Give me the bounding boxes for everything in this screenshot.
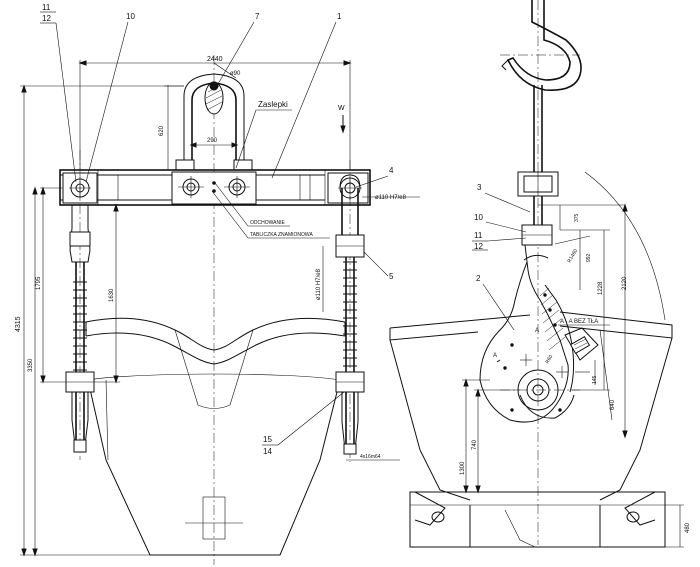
dim-r60: R60: [545, 354, 555, 365]
dim-bolt: 4x16m64: [360, 454, 381, 460]
dim-2440: 2440: [207, 56, 223, 63]
balloon-3: 3: [477, 183, 482, 192]
right-hanger: [335, 160, 365, 462]
crane-hook: [500, 0, 582, 92]
dim-992: 992: [586, 253, 592, 262]
balloon-10: 10: [126, 12, 135, 21]
dim-d90: ø90: [230, 71, 241, 77]
balloon-1: 1: [337, 12, 342, 21]
balloons-left: 11 12 10 7 1 4 5 15 14: [40, 3, 394, 456]
dim-620: 620: [159, 125, 165, 136]
dim-640: 640: [610, 399, 616, 410]
dim-375: 375: [574, 213, 580, 222]
notes-left: Zaslepki W ODCHOWANIE TABLICZKA ZNAMIONO…: [211, 100, 346, 239]
label-w: W: [338, 105, 345, 112]
dim-145: 145: [592, 375, 598, 384]
side-rod: [517, 85, 559, 228]
dim-1228: 1228: [598, 281, 604, 295]
dimension-lines-right: [462, 203, 684, 548]
balloon-15: 15: [263, 435, 272, 444]
front-view: 2440 ø90 620 290 4315 1795 1630 3350 ø11…: [15, 3, 420, 565]
label-zaslepki: Zaslepki: [258, 100, 288, 109]
top-shackle: [175, 73, 253, 171]
balloon-5: 5: [389, 272, 394, 281]
hook-hatching: [539, 287, 566, 351]
balloon-4: 4: [389, 166, 394, 175]
balloon-11r: 11: [474, 231, 483, 240]
balloons-right: 3 10 11 12 2: [472, 183, 531, 331]
label-a-top: A: [493, 353, 497, 359]
balloon-2: 2: [476, 274, 481, 283]
dim-1630: 1630: [109, 288, 115, 302]
dim-3350: 3350: [28, 358, 34, 372]
section-detail: A - A BEZ TŁA A A: [493, 319, 610, 363]
balloon-12r: 12: [474, 242, 483, 251]
balloon-12: 12: [42, 14, 51, 23]
dimension-lines-left: [20, 60, 420, 557]
dim-290: 290: [207, 138, 218, 144]
left-thread: [73, 281, 87, 371]
dim-fit-side: ø110 H7/e8: [316, 268, 322, 300]
side-view: A - A BEZ TŁA A A: [389, 0, 691, 548]
dimension-texts-left: 2440 ø90 620 290 4315 1795 1630 3350 ø11…: [15, 56, 407, 460]
dim-480: 480: [685, 522, 691, 533]
dim-2120: 2120: [622, 276, 628, 290]
label-section: A - A BEZ TŁA: [560, 319, 598, 325]
label-a-bottom: A: [535, 328, 539, 334]
balloon-11: 11: [42, 3, 51, 12]
right-thread: [343, 261, 357, 367]
label-tabliczka: TABLICZKA ZNAMIONOWA: [250, 232, 313, 238]
balloon-7: 7: [255, 12, 260, 21]
side-load: [389, 171, 673, 548]
dim-1795: 1795: [36, 276, 42, 290]
dim-fit-top: ø110 H7/e8: [375, 195, 407, 201]
lifting-point: [209, 81, 219, 91]
label-dechowanie: ODCHOWANIE: [250, 220, 285, 226]
dim-740: 740: [472, 439, 478, 450]
balloon-10r: 10: [474, 213, 483, 222]
dim-4315: 4315: [15, 316, 22, 332]
balloon-14: 14: [263, 447, 272, 456]
load-outline: [85, 317, 346, 556]
dim-1300: 1300: [460, 461, 466, 475]
left-hanger: [65, 150, 95, 460]
